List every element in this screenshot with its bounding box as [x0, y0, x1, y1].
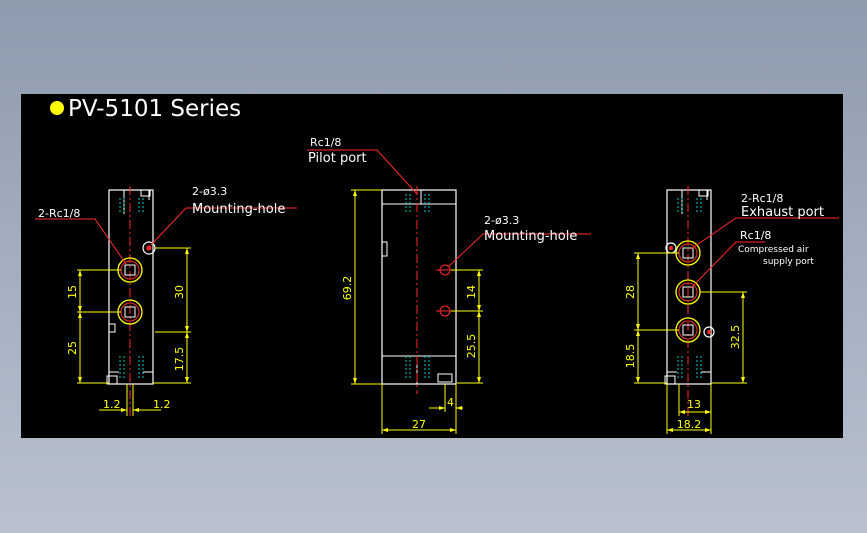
right-body-outline — [666, 189, 712, 385]
left-hidden-port-bottom — [119, 356, 144, 378]
drawing-svg: PV-5101 Series 2-Rc1/8 — [35, 96, 839, 434]
left-body-outline — [108, 189, 154, 385]
left-top-detail — [123, 190, 150, 214]
middle-hole-label: 2-ø3.3 — [484, 214, 519, 227]
middle-dim-27: 27 — [412, 418, 426, 431]
middle-hole-desc: Mounting-hole — [484, 229, 577, 244]
right-dim-13: 13 — [687, 398, 701, 411]
left-dim-1-2-b: 1.2 — [153, 398, 171, 411]
cad-drawing-canvas: PV-5101 Series 2-Rc1/8 — [21, 94, 843, 438]
left-hidden-port-top — [119, 198, 144, 212]
middle-pilot-label: Rc1/8 — [310, 136, 341, 149]
right-dim-32-5: 32.5 — [729, 325, 742, 350]
right-supply-leader — [690, 241, 765, 289]
middle-pilot-desc: Pilot port — [308, 151, 367, 166]
middle-view: Rc1/8 Pilot port 2-ø3.3 Mounting-hole 6 — [307, 136, 591, 434]
left-view: 2-Rc1/8 2-ø3.3 Mounting-hole 15 — [35, 185, 297, 416]
left-dim-15: 15 — [66, 285, 79, 299]
left-dim-25: 25 — [66, 341, 79, 355]
right-supply-desc-2: supply port — [763, 257, 814, 267]
right-dim-18-2: 18.2 — [677, 418, 702, 431]
right-exhaust-desc: Exhaust port — [741, 205, 824, 220]
right-exhaust-leader — [690, 217, 839, 250]
right-dim-18-5: 18.5 — [624, 344, 637, 369]
title-bullet-icon — [50, 101, 64, 115]
middle-dim-14: 14 — [465, 285, 478, 299]
drawing-title: PV-5101 Series — [68, 96, 241, 122]
right-hidden-port-bottom — [677, 356, 702, 378]
left-dim-1-2-a: 1.2 — [103, 398, 121, 411]
middle-dim-69-2: 69.2 — [341, 276, 354, 301]
left-port-label: 2-Rc1/8 — [38, 207, 80, 220]
left-dim-30: 30 — [173, 285, 186, 299]
middle-body-outline — [381, 189, 457, 385]
right-dim-lines — [634, 252, 747, 434]
left-hole-desc: Mounting-hole — [192, 202, 285, 217]
right-dim-28: 28 — [624, 285, 637, 299]
right-exhaust-label: 2-Rc1/8 — [741, 192, 783, 205]
right-view: 2-Rc1/8 Exhaust port Rc1/8 Compressed ai… — [624, 186, 839, 434]
right-mounting-hole-lower — [703, 326, 715, 338]
right-hidden-port-top — [677, 198, 702, 212]
middle-dim-lines — [351, 189, 483, 434]
left-port-leader — [35, 218, 127, 265]
middle-hole-leader — [447, 233, 591, 268]
middle-dim-4: 4 — [447, 396, 454, 409]
left-dim-lines — [77, 247, 191, 416]
right-supply-label: Rc1/8 — [740, 229, 771, 242]
middle-hidden-port-top — [405, 194, 430, 214]
right-supply-desc-1: Compressed air — [738, 245, 809, 255]
middle-dim-25-5: 25.5 — [465, 334, 478, 359]
left-hole-label: 2-ø3.3 — [192, 185, 227, 198]
left-dim-17-5: 17.5 — [173, 347, 186, 372]
left-hole-leader — [150, 207, 297, 246]
middle-pilot-leader — [307, 149, 418, 195]
